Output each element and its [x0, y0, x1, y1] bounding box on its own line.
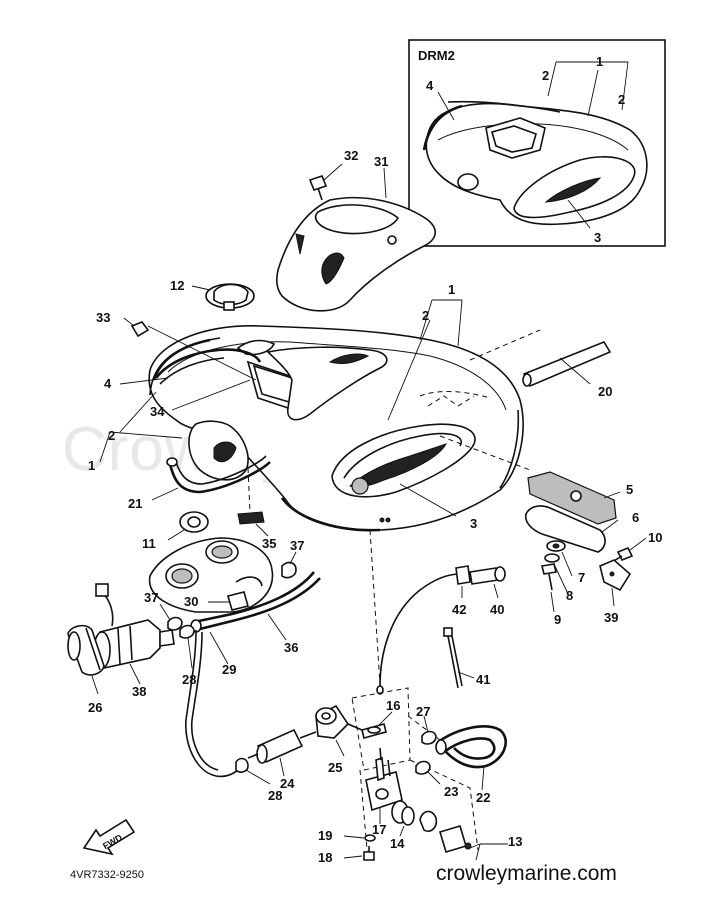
callout-31: 31: [374, 154, 388, 169]
clamp-23: 23: [415, 760, 458, 799]
callout-2-left: 2: [108, 428, 115, 443]
callout-27: 27: [416, 704, 430, 719]
callout-28-a: 28: [182, 672, 196, 687]
callout-2-main: 2: [422, 308, 429, 323]
website-footer: crowleymarine.com: [436, 862, 617, 885]
callout-13: 13: [508, 834, 522, 849]
grommet-11: 11: [142, 511, 209, 551]
callout-19: 19: [318, 828, 332, 843]
callout-36: 36: [284, 640, 298, 655]
callout-28-b: 28: [268, 788, 282, 803]
callout-32: 32: [344, 148, 358, 163]
callout-4-inset: 4: [426, 78, 434, 93]
fuel-pump: 38: [93, 583, 175, 699]
callout-6: 6: [632, 510, 639, 525]
side-strip-4: 4: [104, 348, 262, 391]
callout-34: 34: [150, 404, 165, 419]
callout-16: 16: [386, 698, 400, 713]
cable-tie-41: 41: [443, 627, 490, 689]
callout-25: 25: [328, 760, 342, 775]
callout-1-inset: 1: [596, 54, 603, 69]
callout-37-a: 37: [290, 538, 304, 553]
hose-20: 20: [469, 329, 612, 399]
pad-35: 35: [237, 467, 276, 551]
callout-29: 29: [222, 662, 236, 677]
callout-2-inset-b: 2: [618, 92, 625, 107]
hose-22: 22: [435, 725, 507, 805]
drawing-code: 4VR7332-9250: [70, 869, 144, 881]
callout-40: 40: [490, 602, 504, 617]
callout-30: 30: [184, 594, 198, 609]
callout-20: 20: [598, 384, 612, 399]
pump-cover-26: 26: [67, 624, 105, 715]
vent-hose-21: 21: [128, 455, 271, 511]
part-34: 34: [150, 379, 251, 419]
callout-26: 26: [88, 700, 102, 715]
callout-4-main: 4: [104, 376, 112, 391]
callout-14: 14: [390, 836, 405, 851]
callout-8: 8: [566, 588, 573, 603]
callout-17: 17: [372, 822, 386, 837]
cover-screw: 32: [308, 148, 358, 201]
callout-12: 12: [170, 278, 184, 293]
inset-drm2: DRM2 1 2 2 4 3: [408, 39, 666, 247]
callout-42: 42: [452, 602, 466, 617]
callout-38: 38: [132, 684, 146, 699]
callout-39: 39: [604, 610, 618, 625]
callout-9: 9: [554, 612, 561, 627]
callout-2-inset-a: 2: [542, 68, 549, 83]
callout-1-main: 1: [448, 282, 455, 297]
callout-24: 24: [280, 776, 295, 791]
clamps-lower: 37 28 29: [144, 590, 236, 687]
callout-21: 21: [128, 496, 142, 511]
bracket-assembly: 5 6 7 8 9 10 39: [439, 435, 662, 627]
callout-22: 22: [476, 790, 490, 805]
callout-18: 18: [318, 850, 332, 865]
callout-37-b: 37: [144, 590, 158, 605]
inset-frame: [408, 39, 666, 247]
clamp-27: 27: [416, 704, 437, 745]
callout-5: 5: [626, 482, 633, 497]
tank-cover: 31: [276, 154, 436, 312]
bolt-33: 33: [96, 310, 257, 381]
inset-label: DRM2: [418, 48, 455, 63]
pump-bracket: 37 30: [148, 537, 304, 613]
callout-41: 41: [476, 672, 490, 687]
callout-10: 10: [648, 530, 662, 545]
callout-33: 33: [96, 310, 110, 325]
fuel-filter-24: 24: [247, 728, 317, 791]
main-tank-callouts: 1 2 1 2 3: [88, 282, 477, 531]
callout-7: 7: [578, 570, 585, 585]
callout-23: 23: [444, 784, 458, 799]
callout-3-main: 3: [470, 516, 477, 531]
fuel-tank-main: [148, 325, 524, 532]
fuel-line-lower: 28: [185, 629, 282, 803]
cable-assembly: 42 40: [369, 529, 506, 695]
callout-3-inset: 3: [594, 230, 601, 245]
callout-35: 35: [262, 536, 276, 551]
fuel-cock-group: 16 14 13 17 19 18: [318, 687, 522, 865]
callout-11: 11: [142, 536, 156, 551]
fuel-strainer-25: 25: [315, 704, 363, 775]
callout-1-left: 1: [88, 458, 95, 473]
fuel-cap: 12: [170, 278, 255, 311]
fwd-arrow: FWD: [82, 818, 136, 856]
